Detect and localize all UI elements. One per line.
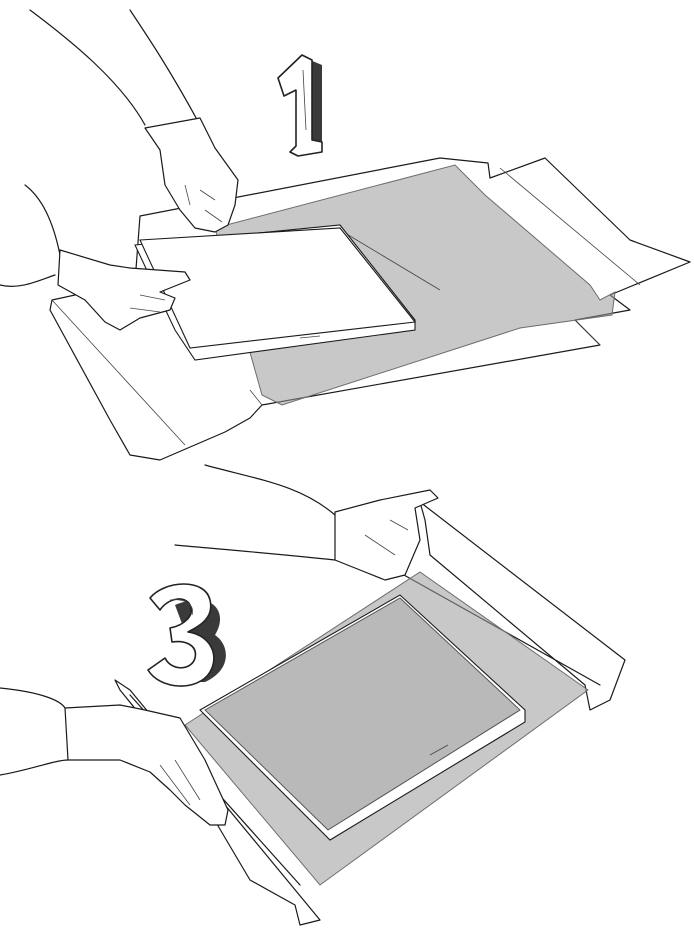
hand-holding-case-bottom [0, 687, 229, 826]
laptop [199, 594, 526, 841]
cardboard-case-folded [419, 501, 626, 711]
step-1-drawing: 1 [0, 9, 691, 461]
step-number-1: 1 [277, 54, 323, 157]
hand-holding-laptop [0, 184, 191, 331]
step-3-illustration: 3 [0, 460, 694, 929]
laptop [134, 224, 417, 361]
step-1-illustration: 1 [0, 9, 691, 461]
hand-holding-case-top [174, 464, 439, 581]
step-3-drawing: 3 [0, 464, 626, 926]
step-number-3: 3 [147, 583, 226, 687]
hand-pinching-sleeve [29, 9, 239, 233]
protective-sleeve [214, 164, 616, 406]
